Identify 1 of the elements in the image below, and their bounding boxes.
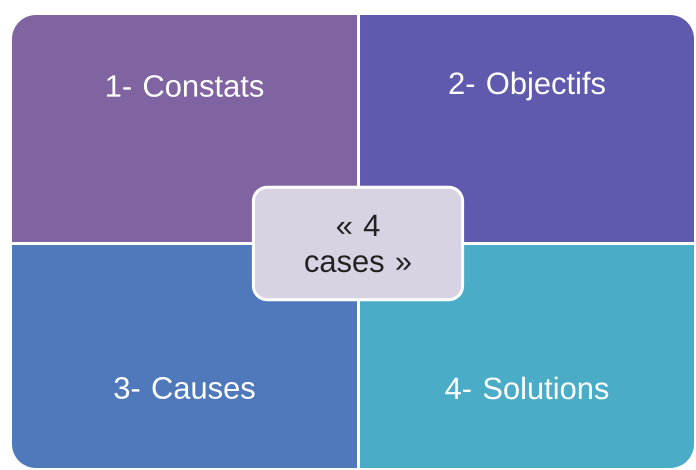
center-box: « 4 cases » <box>252 186 464 302</box>
